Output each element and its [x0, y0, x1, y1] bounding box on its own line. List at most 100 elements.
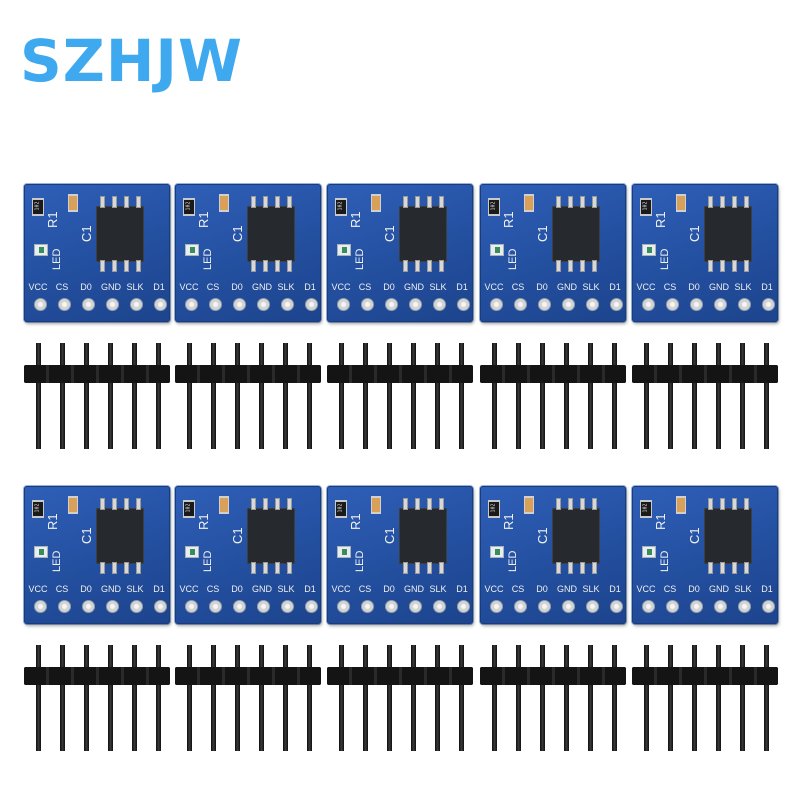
solder-pad — [257, 600, 270, 613]
ic-pin-top — [744, 196, 749, 208]
pin-label: SLK — [126, 282, 144, 292]
pin-label: D1 — [304, 584, 316, 594]
solder-pad — [281, 298, 294, 311]
capacitor-silkscreen-label: C1 — [230, 225, 245, 242]
pin-label: GND — [101, 282, 121, 292]
header-pin — [516, 645, 521, 751]
header-pin — [108, 343, 113, 449]
solder-pad — [82, 298, 95, 311]
pin-header-strip — [480, 343, 626, 449]
solder-pad — [130, 600, 143, 613]
led-component — [185, 546, 199, 558]
pin-label: D0 — [383, 584, 395, 594]
header-pin — [339, 645, 344, 751]
ic-pin-top — [124, 196, 129, 208]
solder-pad — [361, 298, 374, 311]
ic-pin-bottom — [287, 562, 292, 574]
ic-pin-top — [403, 196, 408, 208]
pin-header-strip — [24, 645, 170, 751]
solder-pad — [233, 298, 246, 311]
header-pin — [187, 645, 192, 751]
header-pin — [588, 645, 593, 751]
capacitor-component — [371, 496, 381, 514]
pin-label: GND — [709, 584, 729, 594]
ic-pin-top — [287, 196, 292, 208]
led-silkscreen-label: LED — [202, 248, 214, 270]
ic-pin-top — [720, 196, 725, 208]
led-silkscreen-label: LED — [51, 248, 63, 270]
resistor-silkscreen-label: R1 — [45, 211, 60, 228]
ic-pin-top — [403, 498, 408, 510]
solder-pad — [233, 600, 246, 613]
ic-pin-bottom — [732, 260, 737, 272]
solder-pad — [433, 600, 446, 613]
solder-pad — [154, 298, 167, 311]
header-pin — [156, 645, 161, 751]
led-silkscreen-label: LED — [507, 248, 519, 270]
ic-pin-top — [287, 498, 292, 510]
resistor-silkscreen-label: R1 — [501, 211, 516, 228]
ic-pin-bottom — [427, 260, 432, 272]
resistor-component — [488, 198, 500, 216]
ic-pin-bottom — [403, 260, 408, 272]
header-pin — [668, 645, 673, 751]
header-pin — [307, 343, 312, 449]
ic-pin-top — [427, 498, 432, 510]
pin-label: VCC — [179, 584, 199, 594]
pin-label: CS — [358, 584, 372, 594]
pin-label: CS — [511, 282, 525, 292]
solder-pad-row — [30, 298, 167, 312]
ic-pin-bottom — [263, 562, 268, 574]
ic-pin-bottom — [568, 260, 573, 272]
pin-header-strip — [175, 645, 321, 751]
led-component — [337, 244, 351, 256]
pcb-outline — [479, 485, 627, 625]
solder-pad — [281, 600, 294, 613]
capacitor-silkscreen-label: C1 — [535, 527, 550, 544]
solder-pad — [409, 600, 422, 613]
solder-pad — [490, 600, 503, 613]
pin-label: VCC — [28, 584, 48, 594]
ic-pin-bottom — [708, 260, 713, 272]
header-pin — [716, 645, 721, 751]
capacitor-component — [68, 194, 78, 212]
led-component — [642, 546, 656, 558]
solder-pad — [738, 298, 751, 311]
pin-label: D0 — [536, 282, 548, 292]
ic-pin-top — [100, 498, 105, 510]
header-pin — [411, 645, 416, 751]
resistor-silkscreen-label: R1 — [501, 513, 516, 530]
pin-label: SLK — [126, 584, 144, 594]
ic-pin-top — [136, 196, 141, 208]
solder-pad — [337, 600, 350, 613]
ic-pin-top — [556, 498, 561, 510]
header-pin — [644, 645, 649, 751]
resistor-component — [32, 198, 44, 216]
header-pin — [740, 645, 745, 751]
solder-pad-row — [333, 600, 470, 614]
pin-label: CS — [511, 584, 525, 594]
solder-pad — [642, 600, 655, 613]
capacitor-silkscreen-label: C1 — [79, 527, 94, 544]
solder-pad — [185, 298, 198, 311]
solder-pad-row — [333, 298, 470, 312]
ic-pin-bottom — [427, 562, 432, 574]
pin-label: GND — [709, 282, 729, 292]
resistor-component — [335, 198, 347, 216]
solder-pad-row — [181, 298, 318, 312]
solder-pad — [610, 600, 623, 613]
ic-chip — [704, 508, 752, 564]
pin-label: GND — [404, 282, 424, 292]
resistor-component — [32, 500, 44, 518]
led-component — [34, 546, 48, 558]
pin-label: GND — [404, 584, 424, 594]
header-pin — [612, 645, 617, 751]
ic-pin-top — [732, 498, 737, 510]
ic-pin-bottom — [732, 562, 737, 574]
header-pin — [692, 645, 697, 751]
